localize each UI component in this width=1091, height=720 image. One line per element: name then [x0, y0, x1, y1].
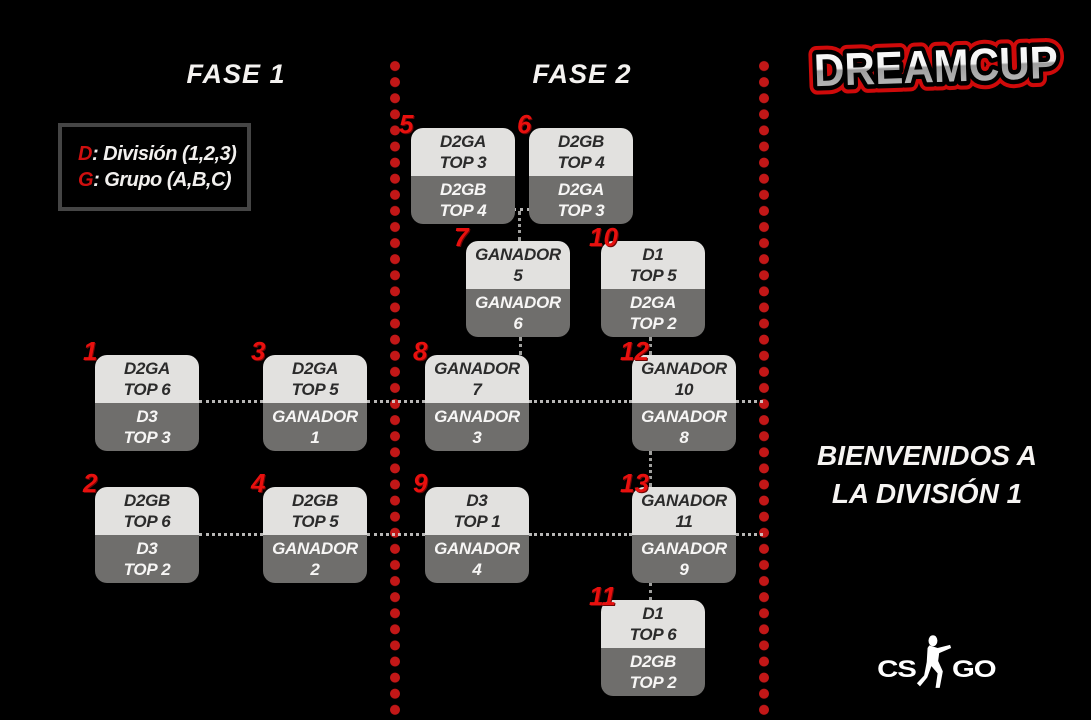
match-slot-bottom: D2GB TOP 4: [411, 176, 515, 224]
match-box-10: 10 D1 TOP 5 D2GA TOP 2: [589, 224, 705, 337]
match-slot-top: GANADOR 7: [425, 355, 529, 403]
match-box-5: 5 D2GA TOP 3 D2GB TOP 4: [399, 111, 515, 224]
match-number: 9: [413, 468, 428, 498]
bracket-connector-h-8-12: [529, 400, 632, 403]
welcome-line-2: LA DIVISIÓN 1: [831, 478, 1023, 509]
dreamcup-logo: DREAMCUP DREAMCUP DREAMCUP: [797, 23, 1076, 116]
match-slot-top: GANADOR 11: [632, 487, 736, 535]
bracket-connector-v-10-12: [649, 337, 652, 355]
bracket-connector-h-5-6: [513, 208, 530, 211]
bracket-connector-v-56-7: [518, 211, 521, 241]
match-number: 8: [413, 336, 428, 366]
match-slot-bottom: D2GB TOP 2: [601, 648, 705, 696]
bracket-connector-h-9-13: [529, 533, 632, 536]
match-number: 10: [589, 222, 618, 252]
legend-key-g: G: [78, 168, 94, 191]
legend-line-division: D: División (1,2,3): [78, 143, 247, 166]
phase2-heading: FASE 2: [532, 59, 632, 89]
welcome-message: BIENVENIDOS A LA DIVISIÓN 1: [782, 437, 1072, 513]
bracket-connector-h-13-out: [736, 533, 763, 536]
legend-line-grupo: G: Grupo (A,B,C): [78, 169, 247, 192]
bracket-connector-v-12-13: [649, 451, 652, 487]
match-slot-bottom: D3 TOP 2: [95, 535, 199, 583]
match-box-1: 1 D2GA TOP 6 D3 TOP 3: [83, 338, 199, 451]
match-box-9: 9 D3 TOP 1 GANADOR 4: [413, 470, 529, 583]
match-box-12: 12 GANADOR 10 GANADOR 8: [620, 338, 736, 451]
match-box-11: 11 D1 TOP 6 D2GB TOP 2: [589, 583, 705, 696]
match-slot-bottom: GANADOR 8: [632, 403, 736, 451]
bracket-connector-h-12-out: [736, 400, 763, 403]
match-slot-bottom: GANADOR 1: [263, 403, 367, 451]
match-box-3: 3 D2GA TOP 5 GANADOR 1: [251, 338, 367, 451]
match-number: 3: [251, 336, 266, 366]
divider-dotted-line-1: [389, 58, 401, 720]
dreamcup-logo-svg: DREAMCUP DREAMCUP DREAMCUP: [805, 27, 1068, 104]
match-slot-bottom: D3 TOP 3: [95, 403, 199, 451]
match-slot-top: D2GA TOP 6: [95, 355, 199, 403]
match-slot-bottom: GANADOR 3: [425, 403, 529, 451]
match-slot-top: D2GA TOP 3: [411, 128, 515, 176]
match-slot-bottom: GANADOR 4: [425, 535, 529, 583]
match-box-4: 4 D2GB TOP 5 GANADOR 2: [251, 470, 367, 583]
welcome-line-1: BIENVENIDOS A: [817, 440, 1037, 471]
match-slot-top: D2GB TOP 6: [95, 487, 199, 535]
match-box-7: 7 GANADOR 5 GANADOR 6: [454, 224, 570, 337]
match-slot-bottom: D2GA TOP 3: [529, 176, 633, 224]
match-box-8: 8 GANADOR 7 GANADOR 3: [413, 338, 529, 451]
match-number: 5: [399, 109, 414, 139]
bracket-connector-h-2-4: [199, 533, 263, 536]
match-slot-top: D2GB TOP 4: [529, 128, 633, 176]
bracket-connector-h-4-9: [367, 533, 425, 536]
legend-box: D: División (1,2,3) G: Grupo (A,B,C): [58, 123, 251, 211]
match-number: 11: [589, 581, 616, 611]
match-number: 13: [620, 468, 649, 498]
csgo-logo: CS GO: [874, 630, 999, 690]
match-slot-top: D2GB TOP 5: [263, 487, 367, 535]
match-slot-bottom: GANADOR 6: [466, 289, 570, 337]
match-number: 1: [83, 336, 98, 366]
match-slot-top: D3 TOP 1: [425, 487, 529, 535]
bracket-connector-v-7-8: [519, 337, 522, 355]
match-slot-bottom: GANADOR 9: [632, 535, 736, 583]
match-number: 6: [517, 109, 532, 139]
match-number: 12: [620, 336, 649, 366]
match-slot-bottom: D2GA TOP 2: [601, 289, 705, 337]
match-slot-top: GANADOR 5: [466, 241, 570, 289]
match-box-13: 13 GANADOR 11 GANADOR 9: [620, 470, 736, 583]
match-box-2: 2 D2GB TOP 6 D3 TOP 2: [83, 470, 199, 583]
legend-text-grupo: : Grupo (A,B,C): [93, 168, 232, 191]
match-box-6: 6 D2GB TOP 4 D2GA TOP 3: [517, 111, 633, 224]
bracket-connector-v-13-11: [649, 583, 652, 600]
match-number: 2: [83, 468, 98, 498]
csgo-cs-text: CS: [877, 655, 917, 682]
bracket-connector-h-1-3: [199, 400, 263, 403]
phase1-heading: FASE 1: [186, 59, 286, 89]
match-slot-top: D1 TOP 6: [601, 600, 705, 648]
legend-text-division: : División (1,2,3): [91, 142, 237, 165]
divider-dotted-line-2: [758, 58, 770, 720]
csgo-soldier-icon: [917, 635, 952, 688]
svg-text:DREAMCUP: DREAMCUP: [813, 36, 1059, 96]
match-slot-top: D2GA TOP 5: [263, 355, 367, 403]
csgo-go-text: GO: [952, 655, 997, 682]
match-slot-top: GANADOR 10: [632, 355, 736, 403]
legend-key-d: D: [78, 142, 92, 165]
bracket-connector-h-3-8: [367, 400, 425, 403]
match-slot-bottom: GANADOR 2: [263, 535, 367, 583]
match-number: 4: [251, 468, 266, 498]
match-slot-top: D1 TOP 5: [601, 241, 705, 289]
match-number: 7: [454, 222, 469, 252]
